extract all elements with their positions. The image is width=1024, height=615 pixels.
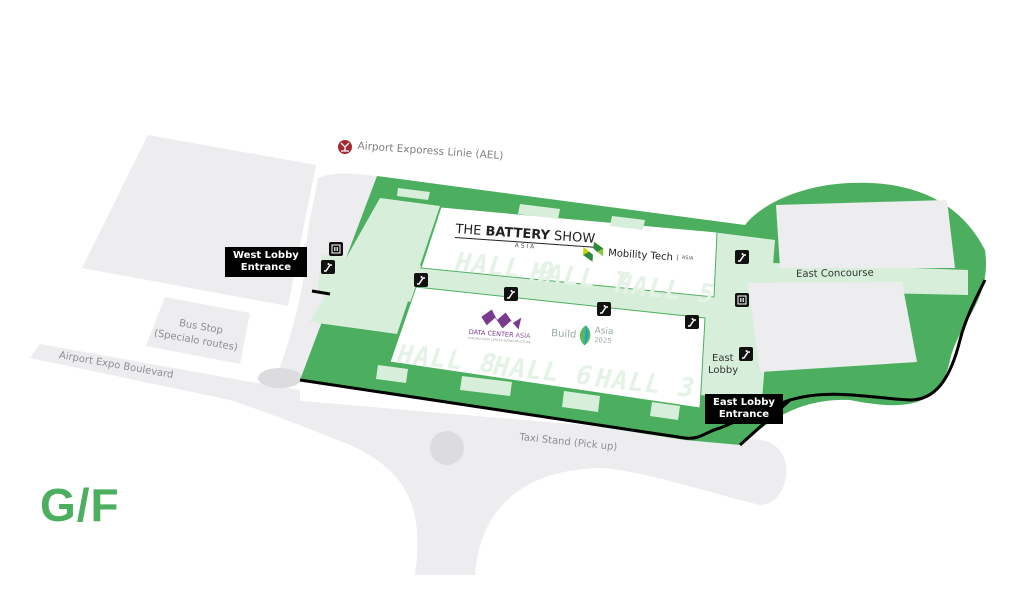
notch <box>562 391 600 412</box>
lift-icon[interactable] <box>329 242 343 256</box>
roundabout-west <box>258 368 302 388</box>
escalator-icon[interactable] <box>504 287 518 301</box>
escalator-icon[interactable] <box>321 260 335 274</box>
west-entrance-line2: Entrance <box>240 262 291 273</box>
notch <box>397 188 430 200</box>
escalator-icon[interactable] <box>597 302 611 316</box>
notch <box>650 402 680 420</box>
battery-show-pre: THE <box>454 222 486 240</box>
taxi-stand-road <box>230 395 787 575</box>
notch <box>518 204 560 219</box>
escalator-icon[interactable] <box>414 273 428 287</box>
notch <box>610 216 645 230</box>
east-entrance-line2: Entrance <box>718 409 770 420</box>
mobility-tech-logo[interactable]: Mobility Tech ASIA <box>581 240 694 270</box>
east-lobby-label-2: Lobby <box>708 365 739 376</box>
leaf-icon <box>580 325 591 346</box>
mobility-tech-name: Mobility Tech <box>607 247 674 263</box>
roundabout <box>430 431 464 465</box>
east-concourse-label: East Concourse <box>796 267 874 280</box>
mobility-tech-sub: ASIA <box>676 254 694 262</box>
airport-expo-boulevard <box>30 344 300 405</box>
east-block-south <box>748 282 917 372</box>
venue-building <box>299 176 987 447</box>
bus-stop-area <box>146 297 250 364</box>
mobility-tech-mark-icon <box>582 241 604 262</box>
east-lobby-label-1: East <box>712 353 734 364</box>
build-asia-word1: Build <box>550 327 577 341</box>
floor-label: G/F <box>40 479 120 531</box>
east-block-north <box>776 200 955 268</box>
venue-edge-east <box>738 279 987 447</box>
escalator-icon[interactable] <box>739 347 753 361</box>
west-building-block <box>82 135 316 306</box>
data-center-asia-logo[interactable]: DATA CENTER ASIA LEADING DATA CENTER INF… <box>468 306 533 344</box>
mtr-icon <box>338 140 352 154</box>
west-entrance-marker <box>311 289 331 296</box>
escalator-icon[interactable] <box>685 315 699 329</box>
build-asia-year: 2025 <box>593 335 613 346</box>
notch <box>376 365 408 383</box>
build-asia-logo[interactable]: Build Asia 2025 <box>550 322 614 348</box>
east-entrance-line1: East Lobby <box>713 397 775 408</box>
escalator-icon[interactable] <box>735 250 749 264</box>
lift-icon[interactable] <box>735 293 749 307</box>
west-lobby-entrance[interactable]: West Lobby Entrance <box>225 247 307 277</box>
west-entrance-line1: West Lobby <box>233 250 299 261</box>
east-lobby-entrance[interactable]: East Lobby Entrance <box>705 394 783 424</box>
notch <box>460 376 512 396</box>
data-center-mark-icon <box>480 309 521 330</box>
